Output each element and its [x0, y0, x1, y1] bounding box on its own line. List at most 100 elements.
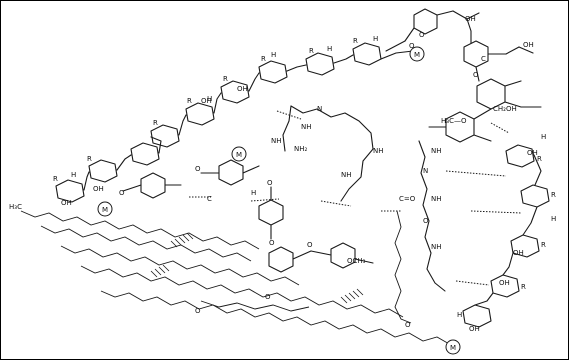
r-label-3: R: [261, 55, 266, 63]
n-label-1: N: [317, 105, 322, 113]
o-label-3: O: [473, 71, 479, 79]
oh-label-sugar-5: OH: [527, 149, 538, 157]
sugar-ring-r2: [520, 184, 550, 208]
aromatic-ring-mid: [463, 40, 489, 68]
aromatic-ring-top: [413, 8, 438, 35]
sugar-ring-2: [305, 52, 335, 76]
h-label-6: H: [71, 171, 76, 179]
aliphatic-chains: [20, 210, 452, 346]
o-label-10: O: [405, 321, 411, 329]
aromatic-ring-bottom-left: [268, 246, 294, 273]
h-label-3: H: [327, 45, 332, 53]
nh-label-2: NH: [271, 137, 282, 145]
left-sugar-units: [55, 136, 162, 203]
o-label-4: O: [195, 165, 201, 173]
sugar-ring-1: [352, 42, 382, 66]
o-label-12: O: [265, 293, 271, 301]
r-label-7: R: [87, 155, 92, 163]
metal-label-bottom: M: [450, 344, 456, 352]
aromatic-ring-bottom-right: [330, 242, 356, 269]
o-label-5: O: [267, 179, 273, 187]
atom-labels: H₃C CH₂OH H₃C—O OCH₃ NH₂ NH NH NH NH NH …: [9, 15, 556, 333]
top-right-aromatic-unit: [385, 8, 534, 82]
h-label-7: H: [551, 215, 556, 223]
hydrogen-bonds: [189, 110, 522, 286]
metal-centre-bottom: [445, 339, 461, 355]
right-sugar-units: [462, 144, 550, 328]
top-sugar-chain: [150, 42, 414, 148]
oh-label-acid: OH: [523, 41, 534, 49]
c-label-2: C: [207, 195, 212, 203]
sugar-ring-4: [220, 80, 250, 104]
stereo-hatches: [150, 232, 364, 304]
o-label-9: O: [423, 217, 429, 225]
oh-label-sugar-4: OH: [61, 199, 72, 207]
sugar-ring-8: [55, 179, 85, 203]
r-label-6: R: [153, 119, 158, 127]
metal-centre-top: [409, 46, 425, 62]
nh-label-4: NH: [373, 147, 384, 155]
nh-label-7: NH: [431, 243, 442, 251]
r-label-10: R: [551, 191, 556, 199]
r-label-8: R: [53, 175, 58, 183]
o-label-11: O: [195, 307, 201, 315]
sugar-ring-r5: [462, 304, 492, 328]
h3co-label: H₃C—O: [441, 117, 467, 125]
h-label-9: H: [251, 189, 256, 197]
oh-label-sugar-6: OH: [513, 249, 524, 257]
c-eq-o-label: C=O: [399, 195, 416, 203]
sugar-ring-7: [88, 159, 118, 183]
metal-centre-mid: [231, 146, 247, 162]
nh-label-5: NH: [431, 147, 442, 155]
r-label-11: R: [541, 241, 546, 249]
n-label-2: N: [423, 167, 428, 175]
nh-label-6: NH: [431, 195, 442, 203]
o-label-6: O: [269, 239, 275, 247]
r-label-1: R: [353, 37, 358, 45]
aromatic-ring-lower: [258, 199, 284, 226]
h-label-1: H: [541, 133, 546, 141]
sugar-ring-5: [185, 102, 215, 126]
nh-label-1: NH: [301, 123, 312, 131]
right-aromatic-unit: [428, 78, 542, 143]
r-label-9: R: [537, 155, 542, 163]
oh-label-sugar-2: OH: [237, 85, 248, 93]
left-middle-aromatics: [122, 159, 374, 273]
o-label-2: O: [419, 31, 425, 39]
sugar-ring-9: [130, 142, 160, 166]
c-label-1: C: [481, 55, 486, 63]
metal-label-left: M: [102, 206, 108, 214]
h-label-8: H: [457, 311, 462, 319]
oh-label-sugar-7: OH: [499, 279, 510, 287]
metal-label-mid: M: [236, 151, 242, 159]
ome-label: OCH₃: [347, 257, 366, 265]
methyl-terminal-label: H₃C: [9, 203, 22, 211]
peptide-chain: [282, 105, 446, 292]
sugar-ring-r1: [505, 144, 535, 168]
oh-label-top: OH: [465, 15, 476, 23]
h-label-2: H: [373, 35, 378, 43]
metal-centres: M M M M: [97, 46, 461, 355]
nh2-label: NH₂: [294, 145, 308, 153]
h-label-5: H: [207, 95, 212, 103]
o-label-1: O: [409, 42, 415, 50]
aromatic-ring-left: [140, 172, 166, 199]
sugar-ring-6: [150, 124, 180, 148]
oh-label-sugar-8: OH: [469, 325, 480, 333]
sugar-ring-3: [258, 60, 288, 84]
o-label-8: O: [119, 189, 125, 197]
metal-centre-left: [97, 201, 113, 217]
nh-label-3: NH: [341, 171, 352, 179]
r-label-12: R: [521, 283, 526, 291]
oh-label-sugar-1: OH: [201, 97, 212, 105]
aromatic-ring-mid-left: [218, 159, 244, 186]
h-label-4: H: [271, 51, 276, 59]
ch2oh-label: CH₂OH: [493, 105, 517, 113]
r-label-4: R: [223, 75, 228, 83]
r-label-2: R: [309, 47, 314, 55]
oh-label-sugar-3: OH: [93, 185, 104, 193]
o-label-7: O: [307, 241, 313, 249]
metal-label-top: M: [414, 51, 420, 59]
